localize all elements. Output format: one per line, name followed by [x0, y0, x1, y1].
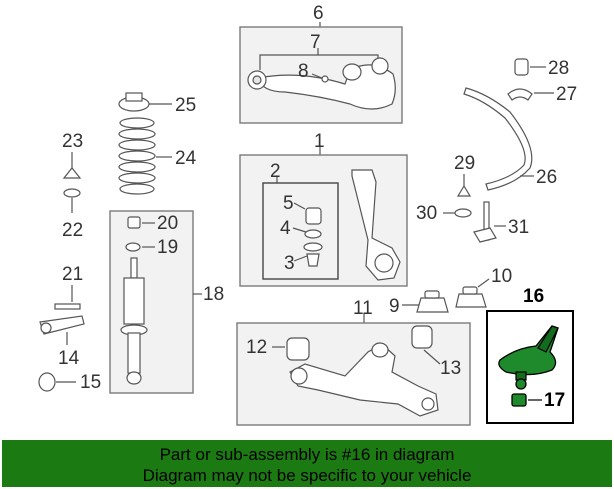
ball-joint-kit-box — [262, 182, 339, 280]
shock-box — [109, 210, 194, 394]
bolt-part — [54, 303, 81, 310]
callout-4[interactable]: 4 — [280, 218, 291, 239]
callout-9[interactable]: 9 — [389, 296, 400, 317]
spring-group: 25 24 23 22 — [62, 92, 197, 241]
callout-31[interactable]: 31 — [508, 217, 529, 238]
callout-3[interactable]: 3 — [284, 253, 295, 274]
banner-line-1: Part or sub-assembly is #16 in diagram — [159, 445, 455, 464]
callout-14[interactable]: 14 — [58, 348, 80, 369]
banner-line-2: Diagram may not be specific to your vehi… — [142, 466, 472, 485]
shock-group: 18 20 19 — [109, 210, 224, 394]
callout-11[interactable]: 11 — [353, 298, 373, 319]
lower-control-arm-part — [289, 343, 439, 417]
callout-19[interactable]: 19 — [157, 237, 178, 258]
mount-9-part — [416, 297, 449, 313]
lower-arm-group: 11 12 13 — [236, 298, 471, 426]
upper-control-arm-part — [257, 64, 396, 110]
mount-group: 9 10 — [389, 266, 512, 317]
callout-20[interactable]: 20 — [157, 213, 178, 234]
callout-25[interactable]: 25 — [175, 95, 196, 116]
callout-23[interactable]: 23 — [62, 131, 83, 152]
callout-22[interactable]: 22 — [62, 220, 83, 241]
stabilizer-bar-part — [463, 87, 533, 191]
mount-10-part — [455, 293, 487, 308]
knuckle-group: 1 2 5 4 3 — [239, 131, 408, 287]
ball-joint-part[interactable] — [498, 325, 559, 376]
ball-joint-group: 16 17 — [486, 286, 574, 424]
callout-13[interactable]: 13 — [440, 358, 461, 379]
callout-24[interactable]: 24 — [175, 148, 197, 169]
shock-absorber-part — [120, 257, 148, 385]
callout-16[interactable]: 16 — [523, 286, 544, 307]
callout-17[interactable]: 17 — [544, 390, 565, 411]
cam-plate-part — [38, 372, 56, 392]
callout-7[interactable]: 7 — [310, 32, 321, 53]
callout-18[interactable]: 18 — [203, 284, 224, 305]
callout-21[interactable]: 21 — [62, 264, 83, 285]
ball-joint-nut-part[interactable] — [511, 393, 527, 407]
steering-knuckle-part — [351, 169, 401, 281]
stabilizer-group: 28 27 26 29 30 31 — [416, 58, 577, 243]
callout-12[interactable]: 12 — [246, 337, 267, 358]
callout-30[interactable]: 30 — [416, 203, 437, 224]
coil-spring-part — [118, 117, 156, 195]
callout-27[interactable]: 27 — [556, 84, 577, 105]
parts-diagram: 6 7 8 25 24 23 22 — [38, 3, 577, 426]
notice-banner: Part or sub-assembly is #16 in diagram D… — [2, 440, 612, 487]
callout-29[interactable]: 29 — [454, 153, 475, 174]
callout-28[interactable]: 28 — [548, 58, 569, 79]
callout-8[interactable]: 8 — [298, 61, 309, 82]
callout-2[interactable]: 2 — [270, 161, 281, 182]
callout-15[interactable]: 15 — [80, 372, 101, 393]
lower-bolt-group: 21 14 15 — [38, 264, 101, 393]
callout-6[interactable]: 6 — [313, 3, 324, 24]
bump-stop-part — [62, 167, 82, 179]
callout-5[interactable]: 5 — [283, 193, 294, 214]
callout-26[interactable]: 26 — [536, 167, 557, 188]
callout-1[interactable]: 1 — [314, 131, 325, 152]
upper-arm-group: 6 7 8 — [239, 3, 403, 124]
callout-10[interactable]: 10 — [491, 266, 512, 287]
